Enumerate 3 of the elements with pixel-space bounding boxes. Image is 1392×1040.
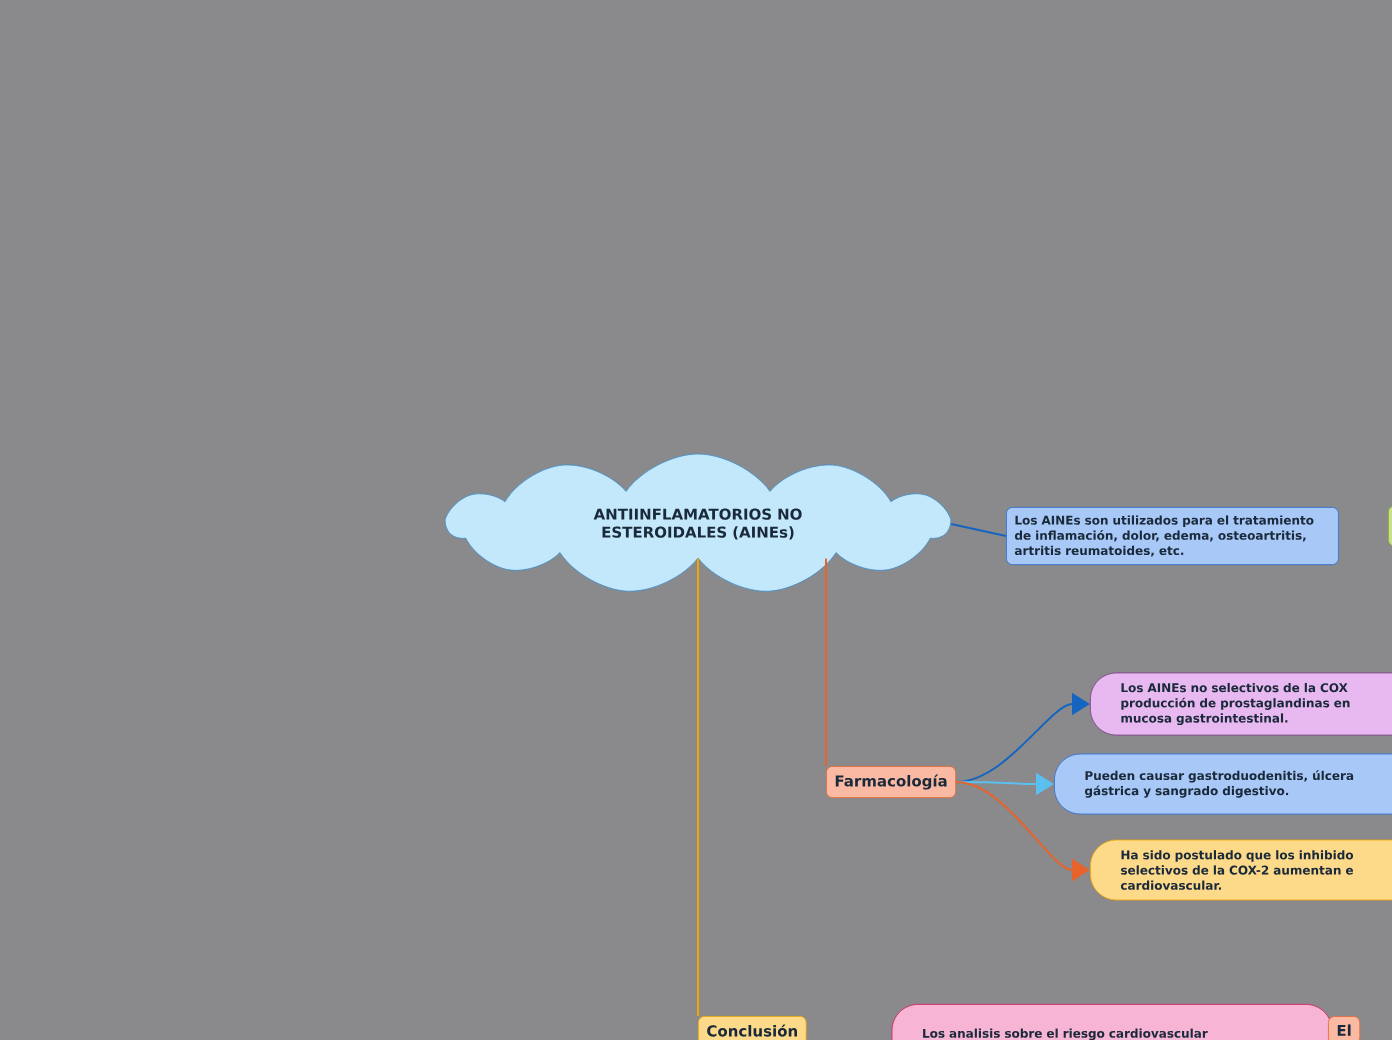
connector bbox=[950, 523, 1007, 537]
connector bbox=[697, 557, 699, 1017]
connector bbox=[825, 557, 827, 767]
